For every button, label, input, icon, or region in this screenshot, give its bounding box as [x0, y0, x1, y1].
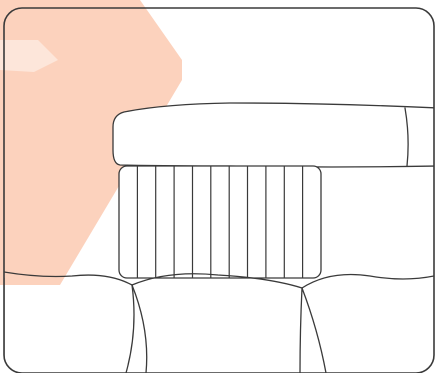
accent-stripe-highlight	[0, 40, 58, 72]
teeth	[4, 271, 434, 373]
illustration-frame	[3, 7, 435, 373]
accent-stripe	[0, 0, 182, 285]
brush-head	[112, 102, 434, 168]
bristles	[118, 165, 322, 279]
tooth-middle	[131, 284, 303, 373]
accent-stripe-band	[0, 0, 182, 285]
tooth-left	[4, 277, 135, 373]
gum-line	[4, 271, 434, 289]
scene	[4, 102, 434, 373]
tooth-right	[301, 287, 327, 373]
bristle-block	[118, 165, 322, 279]
brush-handle-band	[404, 107, 409, 167]
